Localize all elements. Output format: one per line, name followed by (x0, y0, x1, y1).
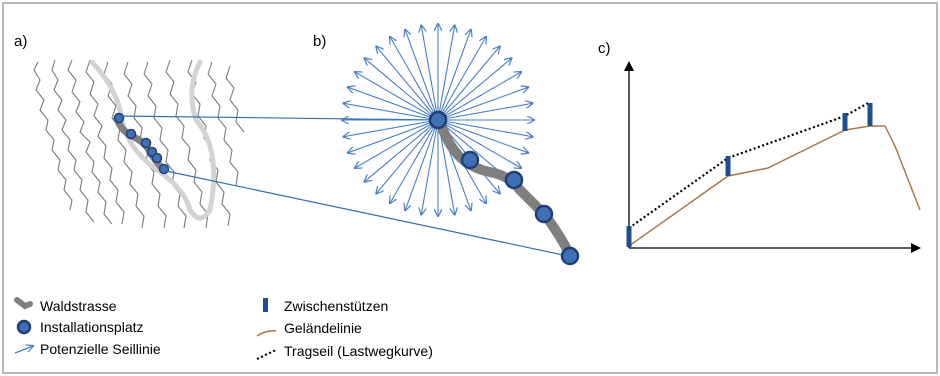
road-segment-icon (14, 297, 33, 310)
cable-line-arrow (437, 47, 500, 121)
connector-line-top (118, 115, 439, 121)
legend-install-label: Installationsplatz (40, 319, 144, 335)
cable-line-arrow (348, 119, 439, 153)
installation-dot-icon (16, 319, 32, 335)
cable-line-arrow (437, 119, 533, 137)
secondary-road (89, 59, 217, 221)
support-3 (867, 103, 873, 126)
cable-line-arrow (421, 119, 439, 215)
cable-line-arrow (390, 37, 439, 121)
cable-line-arrow (405, 30, 439, 121)
cable-line-arrow (344, 103, 439, 121)
panel-label-c: c) (598, 40, 611, 57)
panel-label-b: b) (313, 33, 326, 50)
connector-line-bottom (165, 170, 569, 257)
skyline-cable (628, 101, 871, 229)
cable-line-arrow (437, 87, 528, 121)
cable-line-arrow (437, 119, 528, 153)
cable-line-arrow (376, 119, 439, 194)
radial-cable-lines (342, 24, 534, 216)
cable-line-arrow (376, 47, 439, 121)
cable-line-arrow (355, 72, 439, 121)
dotted-line-icon (256, 349, 277, 360)
legend-supports-label: Zwischenstützen (284, 298, 388, 314)
cable-line-arrow (348, 87, 439, 121)
support-bar-icon (263, 298, 268, 312)
cable-line-arrow (421, 26, 439, 121)
legend-cable-line-label: Potenzielle Seillinie (40, 341, 161, 357)
cable-line-arrow (344, 119, 439, 137)
cable-line-arrow (390, 119, 439, 203)
cable-line-arrow (437, 103, 533, 121)
terrain-line-icon (256, 330, 277, 337)
legend-road-label: Waldstrasse (40, 298, 117, 314)
legend-terrain-label: Geländelinie (284, 320, 362, 336)
cable-line-arrow (437, 58, 512, 121)
legend-skyline-label: Tragseil (Lastwegkurve) (284, 343, 433, 359)
cable-line-arrow (437, 37, 486, 121)
cable-line-arrow (437, 30, 471, 121)
cable-line-arrow (437, 119, 521, 168)
panel-label-a: a) (14, 33, 27, 50)
support-1 (725, 156, 731, 176)
cable-line-arrow (355, 119, 439, 168)
cable-line-arrow (365, 119, 439, 182)
support-2 (842, 113, 848, 131)
cable-line-arrow (365, 58, 439, 121)
install-points-b (428, 110, 580, 266)
forest-road-b (435, 115, 575, 260)
terrain-line (628, 125, 921, 247)
supports (626, 103, 873, 247)
cable-line-arrow (437, 26, 455, 121)
arrow-icon (14, 346, 33, 354)
legend: Waldstrasse Installationsplatz Potenziel… (14, 297, 433, 360)
cable-line-arrow (405, 119, 439, 210)
support-0 (626, 226, 632, 247)
cable-line-arrow (437, 72, 521, 121)
